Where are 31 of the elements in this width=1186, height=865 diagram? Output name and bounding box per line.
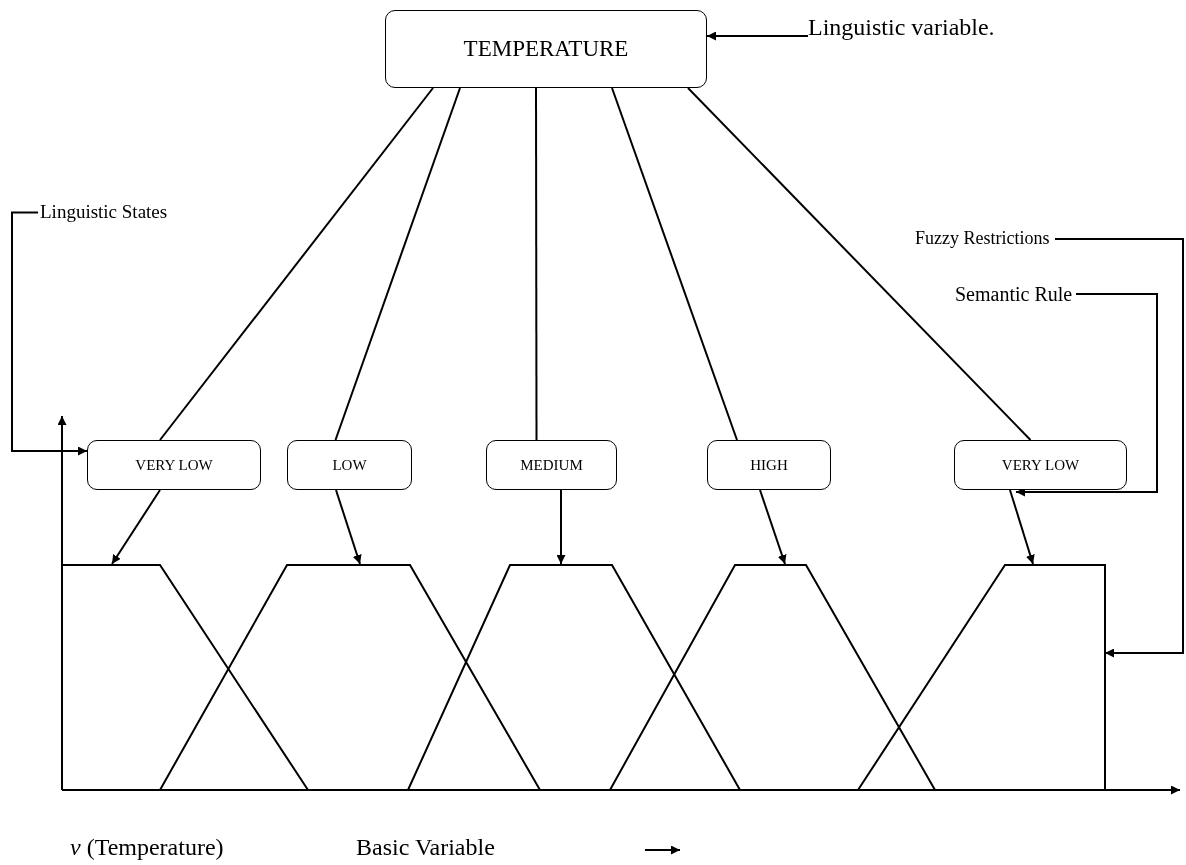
annotation-text: Linguistic variable. (808, 14, 995, 41)
arrow (335, 489, 362, 565)
annotation-text: Linguistic States (40, 202, 168, 223)
state-box: HIGH (707, 440, 831, 490)
connector-line (334, 87, 461, 441)
arrow (1009, 489, 1035, 565)
variable-box: TEMPERATURE (385, 10, 707, 88)
arrow (111, 489, 161, 565)
arrow (759, 489, 787, 565)
state-box: LOW (287, 440, 412, 490)
leader-arrow (1015, 293, 1158, 497)
connector-line (611, 87, 738, 441)
leader-arrow (11, 211, 88, 456)
connector-line (535, 87, 538, 441)
arrow (556, 489, 566, 565)
membership-trapezoid (407, 564, 741, 791)
state-box: MEDIUM (486, 440, 617, 490)
axis-label: v (Temperature) (70, 834, 224, 861)
membership-trapezoid (609, 564, 936, 791)
membership-trapezoid (61, 564, 309, 791)
annotation-text: Semantic Rule (955, 283, 1073, 305)
leader-arrow (706, 31, 809, 41)
membership-trapezoid (159, 564, 541, 791)
connector-line (159, 87, 434, 441)
axis-title: Basic Variable (356, 834, 495, 861)
connector-line (687, 87, 1032, 441)
state-box: VERY LOW (87, 440, 261, 490)
annotation-text: Fuzzy Restrictions (915, 229, 1050, 249)
leader-arrow (1054, 238, 1184, 658)
membership-trapezoid (857, 564, 1106, 791)
state-box: VERY LOW (954, 440, 1127, 490)
